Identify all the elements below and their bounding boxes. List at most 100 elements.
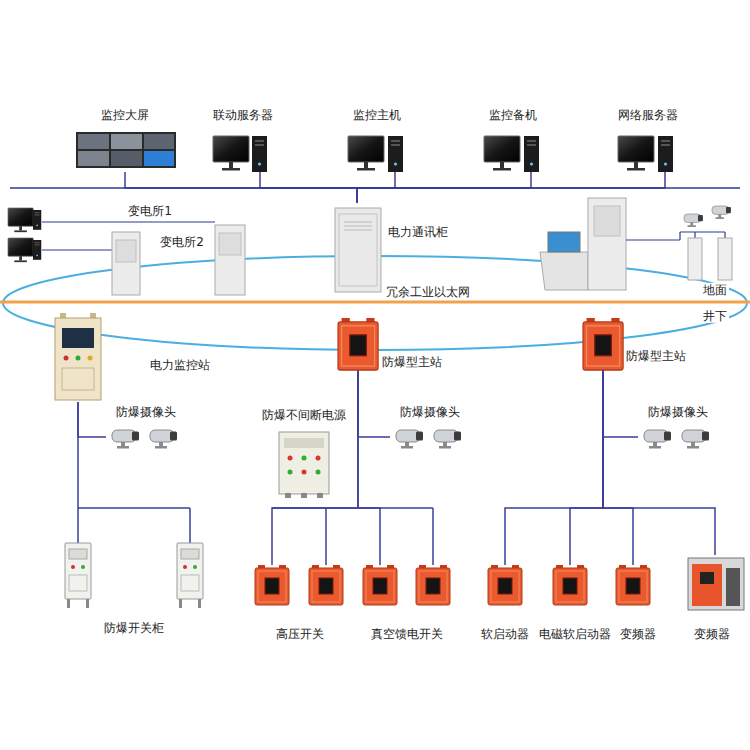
explosion-proof-box (583, 318, 623, 370)
device-node: 网络服务器 (614, 104, 682, 172)
device-label: 防爆摄像头 (116, 405, 176, 419)
device-node: 软启动器 (479, 565, 531, 645)
explosion-proof-box (255, 565, 289, 605)
network-cable (505, 370, 603, 565)
device-label: 真空馈电开关 (371, 627, 443, 641)
video-wall-frame (76, 132, 176, 168)
console-desk (540, 252, 588, 290)
bus-wire (432, 508, 434, 565)
edge-group (78, 172, 715, 565)
network-label: 地面 (701, 283, 729, 297)
network-label: 冗余工业以太网 (386, 285, 470, 299)
substation-cabinet (112, 232, 140, 295)
device-node: 防爆摄像头 (638, 403, 718, 457)
device-node: 监控主机 (343, 104, 411, 172)
ground-wire (626, 239, 680, 240)
camera-icon (682, 430, 709, 449)
inverter-panel (692, 564, 722, 606)
network-cable (570, 370, 603, 565)
network-cable (272, 370, 358, 565)
bus-wire (272, 507, 433, 509)
device-label: 防爆不间断电源 (262, 408, 346, 422)
camera-icon (712, 206, 731, 219)
video-wall-cell (78, 134, 109, 149)
device-label: 防爆型主站 (626, 349, 686, 363)
device-node: 防爆型主站 (334, 314, 456, 370)
device-label: 网络服务器 (618, 108, 678, 122)
monitor-icon (213, 136, 249, 171)
cabinet-panel (116, 240, 136, 262)
substation-wire (42, 221, 215, 222)
device-node: 联动服务器 (205, 104, 281, 172)
device-node: 高压开关 (254, 565, 346, 645)
ground-wire (694, 232, 695, 238)
ups-button (288, 456, 293, 461)
cable-gland (301, 493, 307, 498)
station-screen (62, 328, 94, 348)
camera-icon (150, 430, 177, 449)
network-cable (358, 370, 380, 565)
camera-icon (396, 430, 423, 449)
monitor-icon (8, 208, 33, 232)
video-wall (76, 132, 176, 168)
device-node: 防爆摄像头 (390, 403, 470, 457)
explosion-proof-box (338, 318, 378, 370)
inverter-side (726, 568, 740, 606)
device-label: 电力监控站 (150, 358, 210, 372)
network-cable (77, 402, 79, 543)
device-node: 真空馈电开关 (360, 565, 452, 645)
monitor-icon (8, 238, 33, 262)
ground-wires (626, 232, 725, 240)
cabinet-vent (344, 226, 372, 227)
console-screen (548, 232, 580, 252)
explosion-proof-box (309, 565, 343, 605)
cabinet-vent (344, 222, 372, 223)
explosion-proof-box (616, 565, 650, 605)
station-housing (55, 318, 101, 400)
bus-wire (325, 508, 327, 565)
pc-tower-icon (33, 210, 41, 230)
cable-gland (285, 493, 291, 498)
pc-tower-icon (252, 136, 267, 172)
station-button (88, 356, 93, 361)
device-node: 电力监控站 (50, 312, 220, 402)
device-node: 防爆摄像头 (106, 403, 186, 457)
explosion-proof-box (488, 565, 522, 605)
explosion-proof-box (553, 565, 587, 605)
ups-button (316, 456, 321, 461)
switch-cabinet-icon (177, 543, 203, 608)
wall-unit (688, 238, 702, 280)
ground-boundary (0, 301, 750, 304)
ups-plate (284, 438, 324, 448)
monitor-icon (618, 136, 654, 171)
cable-gland (317, 493, 323, 498)
device-label: 防爆摄像头 (648, 405, 708, 419)
network-label: 变电所2 (160, 235, 204, 249)
device-node: 防爆开关柜 (58, 543, 210, 639)
device-label: 防爆开关柜 (104, 621, 164, 635)
network-cable (358, 370, 390, 437)
pc-tower-icon (388, 136, 403, 172)
inverter-window (700, 572, 714, 584)
device-label: 电力通讯柜 (388, 225, 448, 239)
monitor-icon (484, 136, 520, 171)
device-label: 防爆型主站 (382, 355, 442, 369)
cabinet-vent (344, 230, 372, 231)
device-label: 防爆摄像头 (400, 405, 460, 419)
device-label: 监控大屏 (101, 108, 149, 122)
bus-wire (189, 508, 191, 543)
ground-wire (724, 232, 725, 238)
device-node: 监控大屏 (72, 104, 180, 172)
ups-button (302, 456, 307, 461)
device-label: 变频器 (694, 627, 730, 641)
switch-cabinet-icon (65, 543, 91, 608)
device-label: 监控主机 (353, 108, 401, 122)
underground-bus (78, 508, 433, 565)
device-node: 监控备机 (480, 104, 548, 172)
device-node: 电磁软启动器 (537, 565, 613, 645)
station-panel (62, 368, 94, 390)
network-cable (603, 370, 633, 565)
monitor-bus (10, 187, 740, 189)
cabinet-door (339, 214, 377, 286)
